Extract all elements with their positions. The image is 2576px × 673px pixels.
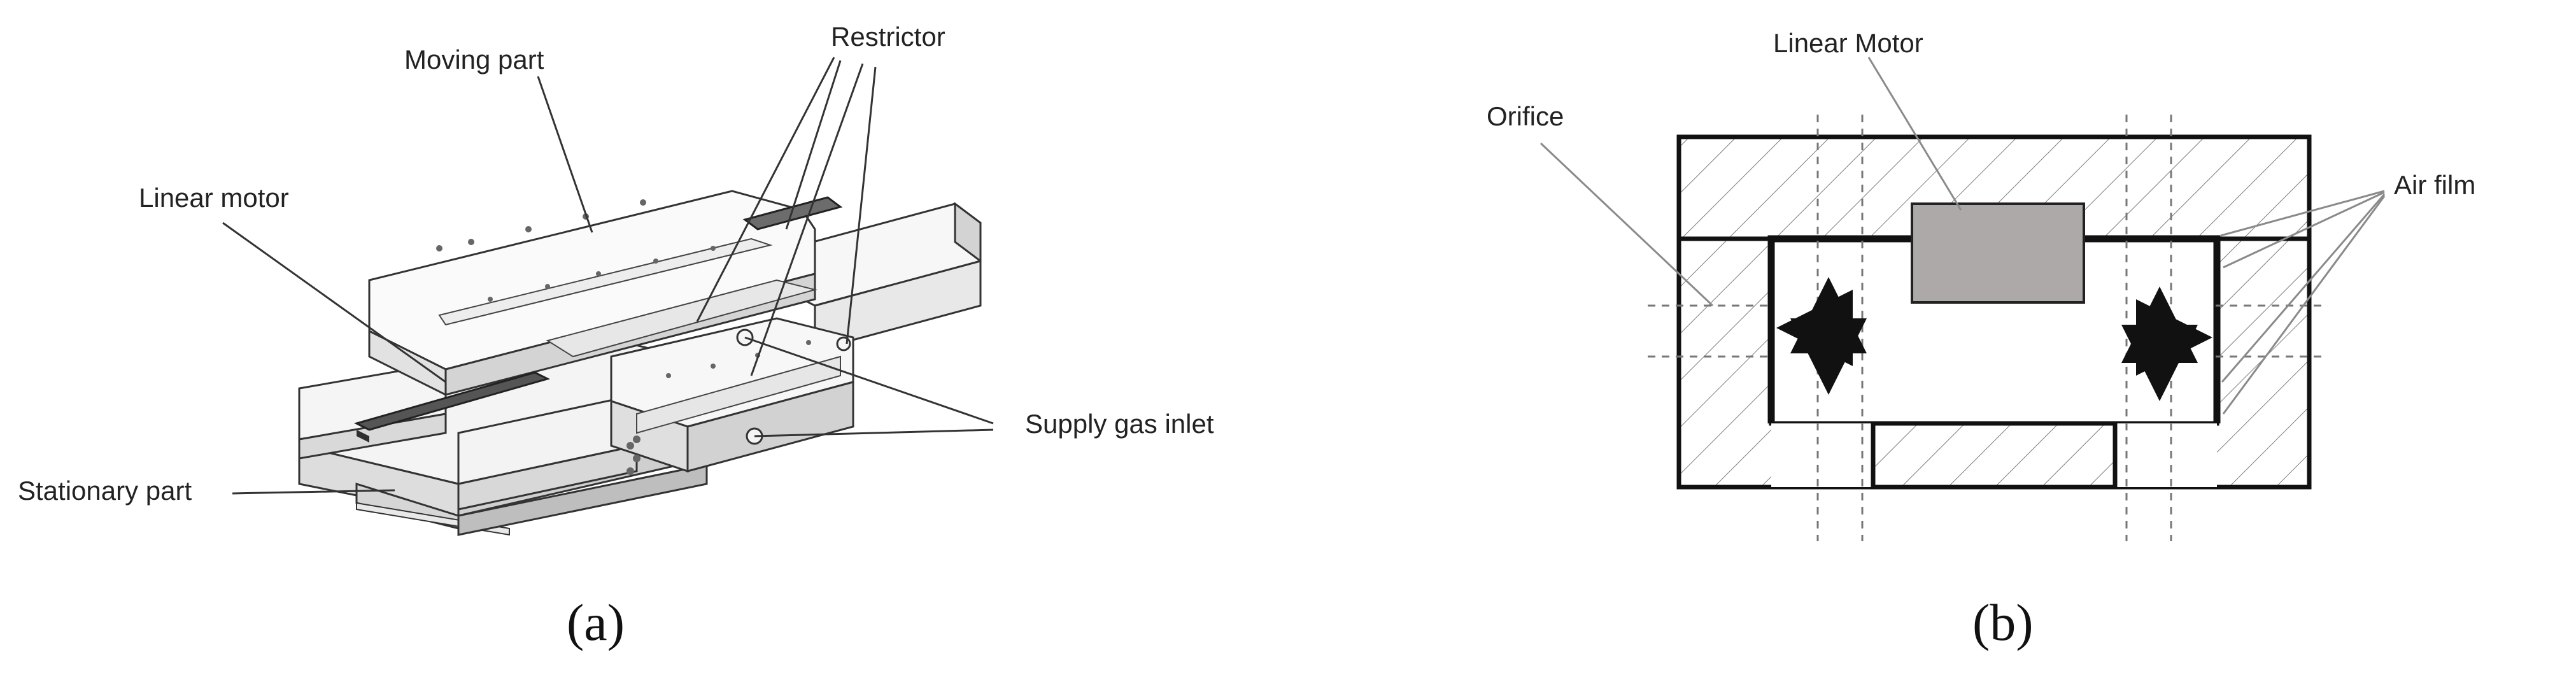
supply-gas-inlet-leader-line-1 xyxy=(744,336,994,425)
panel-b-callouts xyxy=(1539,57,2386,414)
linear-motor-leader-line-b xyxy=(1867,57,1962,211)
panel-a-label: (a) xyxy=(567,593,625,651)
force-arrows xyxy=(1776,277,2212,401)
supply-gas-inlet-leader-line-2 xyxy=(754,429,994,437)
stationary-part-leader-line xyxy=(232,489,395,495)
panel-a: Moving part Restrictor Linear motor Supp… xyxy=(18,22,1214,651)
air-film-leader-line-2 xyxy=(2223,191,2385,269)
right-restrictor-block xyxy=(610,317,854,473)
linear-motor-label-b: Linear Motor xyxy=(1773,28,1923,58)
panel-b: Linear Motor Orifice Air film (b) xyxy=(1487,28,2475,651)
panel-a-callouts xyxy=(222,57,994,495)
restrictor-leader-line-3 xyxy=(750,63,864,376)
restrictor-leader-line-2 xyxy=(785,60,842,230)
linear-motor-label: Linear motor xyxy=(139,183,289,213)
restrictor-leader-line-4 xyxy=(846,66,877,344)
panel-b-label: (b) xyxy=(1972,593,2034,651)
restrictor-leader-line-1 xyxy=(696,57,835,322)
moving-part-label: Moving part xyxy=(404,45,544,74)
linear-motor-strip xyxy=(353,371,551,443)
restrictor-label: Restrictor xyxy=(831,22,945,52)
linear-motor-leader-line xyxy=(222,222,446,383)
moving-part-body xyxy=(368,190,817,397)
linear-motor-block xyxy=(1911,202,2085,304)
orifice-leader-line xyxy=(1539,142,1714,307)
air-film-leader-line-1 xyxy=(2220,190,2385,237)
air-film-leader-line-3 xyxy=(2221,194,2386,383)
air-film-leader-line-4 xyxy=(2222,195,2386,414)
stationary-part-label: Stationary part xyxy=(18,476,192,506)
restrictor-strip xyxy=(742,196,843,230)
supply-gas-inlet-label: Supply gas inlet xyxy=(1025,409,1214,439)
moving-part-leader-line xyxy=(537,76,593,233)
orifice-label: Orifice xyxy=(1487,101,1564,131)
air-film-label: Air film xyxy=(2394,170,2475,200)
